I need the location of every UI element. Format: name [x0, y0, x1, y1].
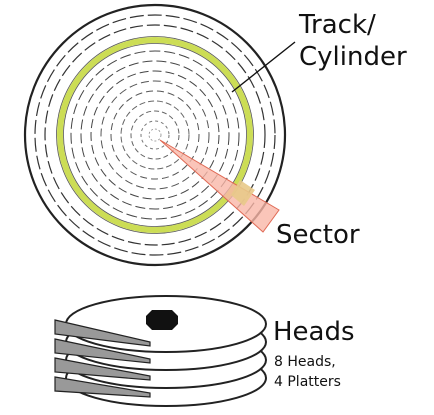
- track-ring: [130, 110, 180, 160]
- track-ring: [44, 24, 266, 246]
- sector-label: Sector: [276, 220, 360, 250]
- track-ring: [90, 70, 220, 200]
- highlighted-track-border-inner: [63, 43, 247, 227]
- head-arm: [54, 376, 151, 398]
- sector-on-highlighted-track: [231, 180, 255, 206]
- spindle-hub: [146, 310, 178, 330]
- platter-top-view: [23, 3, 287, 267]
- head-arm: [54, 338, 151, 364]
- sector-wedge: [159, 139, 280, 233]
- track-ring: [140, 120, 170, 150]
- track-label-line2: Cylinder: [299, 42, 407, 72]
- track-ring: [120, 100, 190, 170]
- heads-label: Heads: [273, 317, 355, 347]
- highlighted-track: [57, 37, 253, 233]
- track-ring: [100, 80, 210, 190]
- track-leader-line: [231, 41, 296, 93]
- highlighted-track-border-outer: [56, 36, 254, 234]
- platters-count-label: 4 Platters: [274, 374, 341, 390]
- track-ring: [70, 50, 240, 220]
- head-arm: [54, 357, 151, 381]
- track-label-line1: Track/: [298, 10, 376, 40]
- track-ring: [148, 128, 162, 142]
- heads-count-label: 8 Heads,: [274, 354, 336, 370]
- platter-outer-edge: [23, 3, 287, 267]
- head-arm: [54, 319, 151, 347]
- track-ring: [34, 14, 276, 256]
- read-write-heads: [54, 319, 151, 398]
- track-ring: [80, 60, 230, 210]
- track-ring: [110, 90, 200, 180]
